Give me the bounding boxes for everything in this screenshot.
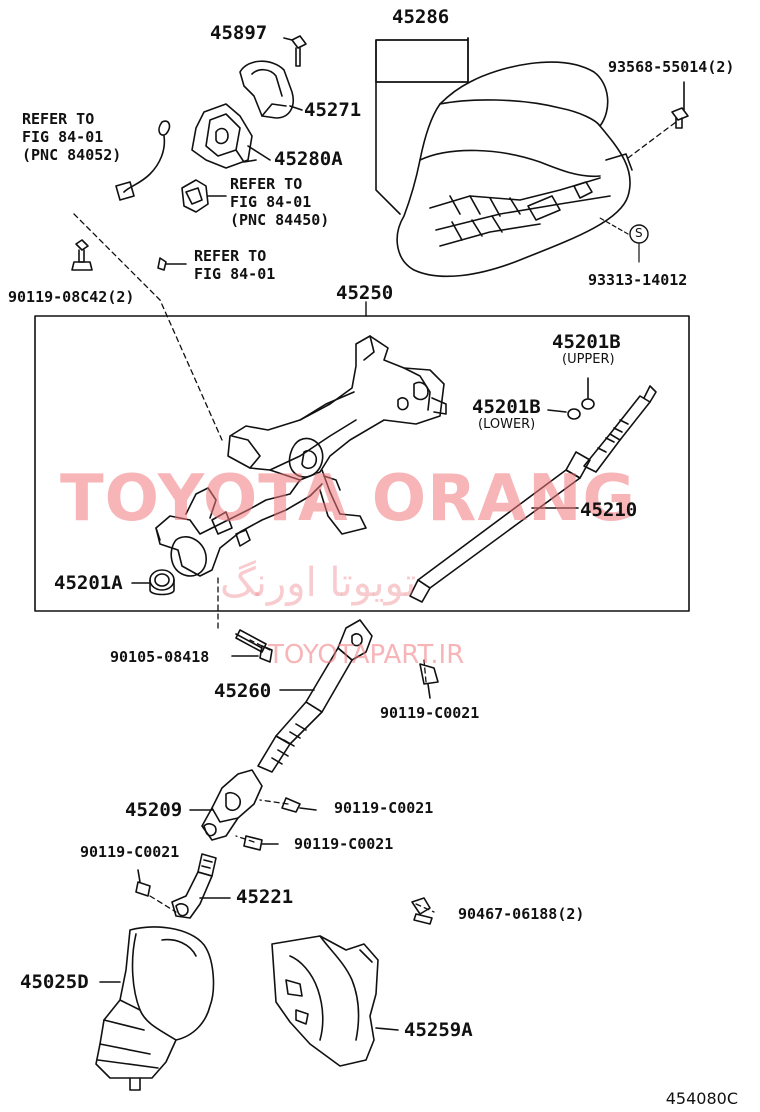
bolt-90119-08c42-illustration — [71, 239, 93, 271]
boot-45025d-illustration — [95, 926, 215, 1091]
label-45025d: 45025D — [20, 971, 89, 993]
label-45280a: 45280A — [274, 148, 343, 170]
label-45286: 45286 — [392, 6, 450, 28]
bushing-45201a-illustration — [131, 569, 175, 596]
label-90119-c0021-b: 90119-C0021 — [334, 799, 434, 817]
cover-45259a-illustration — [271, 935, 399, 1067]
label-lower: (LOWER) — [478, 417, 536, 432]
label-45271: 45271 — [304, 99, 362, 121]
part-84450-illustration — [181, 179, 227, 213]
label-45201a: 45201A — [54, 572, 123, 594]
figure-code: 454080C — [665, 1089, 738, 1108]
label-refer-8401: REFER TO FIG 84-01 — [194, 247, 276, 283]
assembly-box-45250 — [34, 301, 690, 612]
joint-45209-illustration — [189, 769, 317, 851]
clip-ref-illustration — [157, 257, 187, 271]
label-s-symbol: S — [635, 226, 643, 240]
label-45209: 45209 — [125, 799, 183, 821]
s-symbol — [599, 217, 649, 263]
switch-45280a-illustration — [191, 103, 271, 169]
sensor-wire-illustration — [115, 120, 171, 201]
shaft-45221-illustration — [135, 853, 231, 919]
label-upper: (UPPER) — [562, 352, 615, 367]
bracket-45271-illustration — [239, 60, 303, 119]
label-93313: 93313-14012 — [588, 271, 688, 289]
label-45201b-upper: 45201B — [552, 331, 621, 353]
label-45259a: 45259A — [404, 1019, 473, 1041]
bolt-90105-illustration — [231, 629, 273, 663]
label-refer-84052: REFER TO FIG 84-01 (PNC 84052) — [22, 110, 122, 164]
label-93568: 93568-55014(2) — [608, 58, 735, 76]
column-cover-illustration — [375, 37, 633, 278]
bolt-90467-illustration — [411, 897, 433, 925]
label-90119-c0021-d: 90119-C0021 — [80, 843, 180, 861]
shaft-45260-illustration — [257, 619, 439, 773]
label-90119-08c42: 90119-08C42(2) — [8, 288, 135, 306]
label-45260: 45260 — [214, 680, 272, 702]
screw-45897-illustration — [283, 35, 307, 67]
ring-45201b-illustration — [547, 377, 595, 420]
label-45250: 45250 — [336, 282, 394, 304]
label-45897: 45897 — [210, 22, 268, 44]
label-90105: 90105-08418 — [110, 648, 210, 666]
label-45221: 45221 — [236, 886, 294, 908]
label-90467: 90467-06188(2) — [458, 905, 585, 923]
label-45210: 45210 — [580, 499, 638, 521]
label-90119-c0021-c: 90119-C0021 — [294, 835, 394, 853]
column-tube-illustration — [155, 335, 447, 577]
screw-93568-illustration — [671, 81, 689, 129]
label-45201b-lower: 45201B — [472, 396, 541, 418]
label-refer-84450: REFER TO FIG 84-01 (PNC 84450) — [230, 175, 330, 229]
label-90119-c0021-a: 90119-C0021 — [380, 704, 480, 722]
shaft-45210-illustration — [409, 385, 657, 603]
